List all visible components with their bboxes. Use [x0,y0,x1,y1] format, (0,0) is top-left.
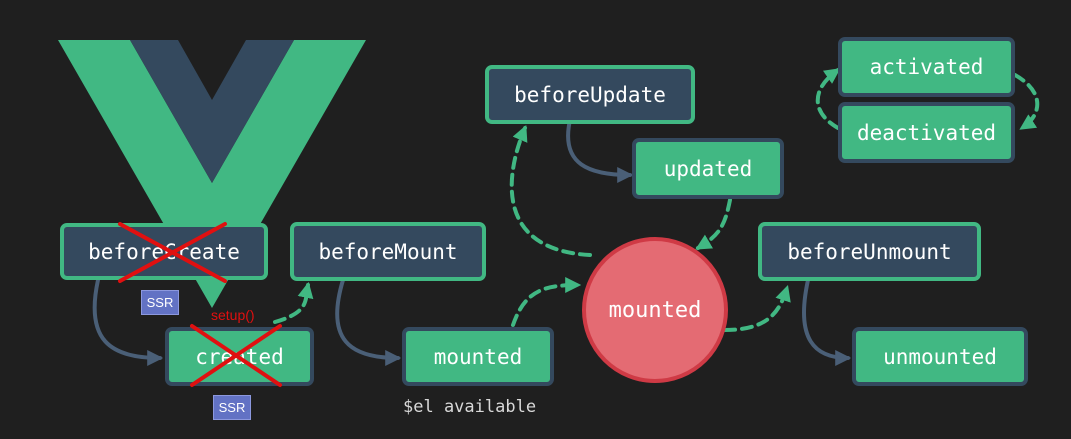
node-beforeupdate: beforeUpdate [485,65,695,124]
arrow-activated-to-deactivated [1013,73,1040,130]
node-updated: updated [632,138,784,199]
arrow-created-to-beforemount [273,281,314,324]
node-activated-label: activated [869,55,984,79]
node-beforeunmount: beforeUnmount [758,222,981,281]
node-activated: activated [838,37,1015,97]
arrow-beforeunmount-to-unmounted [802,278,852,366]
node-mounted-circle-label: mounted [608,297,702,323]
arrow-mounted-to-beforeupdate [509,125,592,257]
arrow-beforemount-to-mounted [335,278,402,366]
node-beforecreate: beforeCreate [60,223,268,280]
arrow-mountedbox-to-mounted [511,277,582,327]
strike-cross-icon [190,324,282,387]
arrow-deactivated-to-activated [815,68,841,130]
ssr-badge-beforecreate: SSR [141,290,179,315]
node-unmounted: unmounted [852,327,1028,386]
node-deactivated-label: deactivated [856,120,997,145]
arrow-beforeupdate-to-updated [566,118,634,183]
ssr-badge-label: SSR [218,400,246,415]
strike-cross-icon [118,222,227,283]
setup-note: setup() [211,307,255,323]
node-updated-label: updated [663,156,753,181]
arrow-beforecreate-to-created [92,278,164,366]
node-beforemount: beforeMount [290,222,486,281]
node-beforeupdate-label: beforeUpdate [514,82,666,107]
node-mounted-box: mounted [402,327,554,386]
el-available-note: $el available [403,397,537,417]
ssr-badge-created: SSR [213,395,251,420]
node-deactivated: deactivated [838,102,1015,163]
node-beforeunmount-label: beforeUnmount [787,239,952,264]
node-mounted-circle: mounted [582,237,728,383]
node-beforecreate-label: beforeCreate [88,239,240,264]
node-created: created [165,327,314,386]
ssr-badge-label: SSR [146,295,174,310]
node-mounted-box-label: mounted [433,344,523,369]
node-unmounted-label: unmounted [883,344,997,369]
arrow-mounted-to-beforeunmount [723,284,791,332]
node-beforemount-label: beforeMount [318,239,458,264]
arrow-updated-to-mounted [695,198,732,250]
